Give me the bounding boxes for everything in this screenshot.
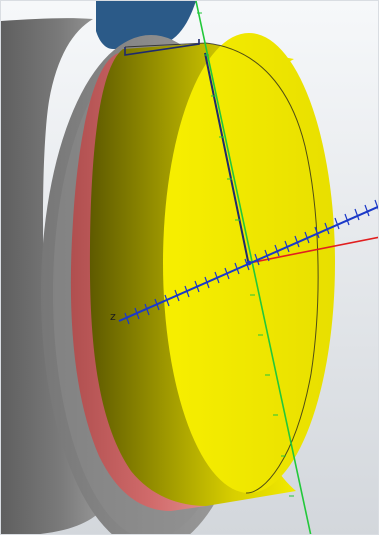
x-axis-line [248, 236, 378, 264]
construction-line [204, 52, 249, 262]
origin-point[interactable] [246, 260, 252, 266]
disc-edge-outline [124, 42, 319, 494]
y-axis-ticks [197, 12, 294, 497]
machine-base[interactable] [1, 18, 109, 535]
z-axis-ticks [124, 199, 378, 325]
tool-holder[interactable] [96, 1, 196, 49]
z-axis-label: z [110, 310, 116, 323]
y-axis-line [195, 1, 312, 534]
sketch-edge [124, 39, 200, 56]
